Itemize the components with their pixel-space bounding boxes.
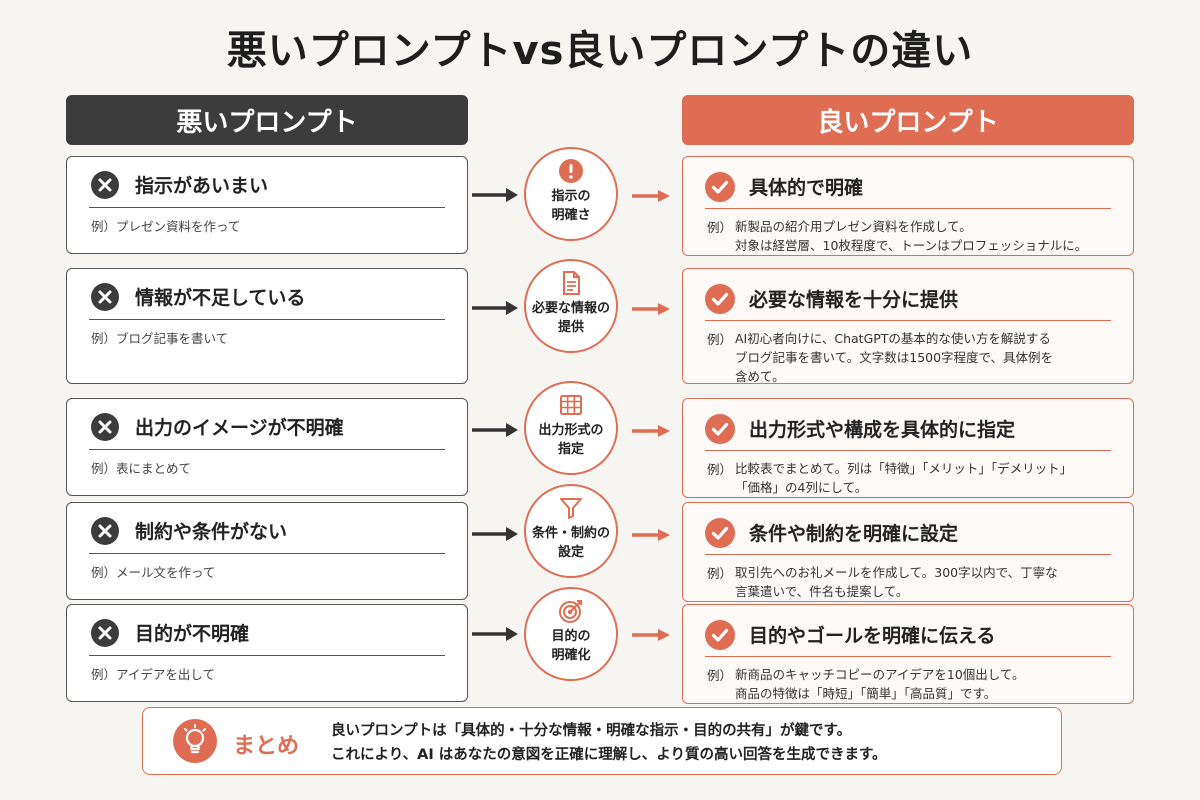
point-label-line: 明確さ	[551, 208, 591, 223]
good-example-line: 新商品のキャッチコピーのアイデアを10個出して。	[735, 667, 1025, 682]
x-circle-icon	[91, 413, 119, 441]
arrow-right-icon	[470, 420, 520, 440]
summary-line: 良いプロンプトは「具体的・十分な情報・明確な指示・目的の共有」が鍵です。	[331, 723, 852, 739]
point-label-line: 目的の	[551, 629, 591, 644]
arrow-right-icon	[470, 624, 520, 644]
divider	[705, 656, 1111, 657]
good-example-line: 「価格」の4列にして。	[735, 480, 868, 495]
bad-card-example: 例）ブログ記事を書いて	[91, 331, 229, 346]
good-example-line: 対象は経営層、10枚程度で、トーンはプロフェッショナルに。	[735, 238, 1088, 253]
check-circle-icon	[705, 518, 735, 548]
bad-prompt-header: 悪いプロンプト	[66, 95, 468, 145]
point-circle: 指示の明確さ	[524, 147, 618, 241]
good-prompt-header: 良いプロンプト	[682, 95, 1134, 145]
example-prefix: 例）	[707, 566, 733, 581]
example-prefix: 例）	[707, 220, 733, 235]
target-icon	[559, 600, 582, 623]
good-example-line: 言葉遣いで、件名も提案して。	[735, 584, 909, 599]
check-circle-icon	[705, 172, 735, 202]
example-prefix: 例）	[707, 332, 733, 347]
summary-line: これにより、AI はあなたの意図を正確に理解し、より質の高い回答を生成できます。	[331, 747, 887, 763]
bad-card-title: 目的が不明確	[135, 623, 250, 645]
summary-title: まとめ	[233, 734, 300, 759]
arrow-right-icon	[630, 526, 672, 544]
arrow-right-icon	[470, 185, 520, 205]
x-circle-icon	[91, 517, 119, 545]
divider	[705, 320, 1111, 321]
good-card: 具体的で明確 例） 新製品の紹介用プレゼン資料を作成して。対象は経営層、10枚程…	[682, 156, 1134, 256]
bad-card-title: 出力のイメージが不明確	[135, 417, 344, 439]
arrow-right-icon	[630, 422, 672, 440]
bad-card: 出力のイメージが不明確 例）表にまとめて	[66, 398, 468, 496]
document-icon	[563, 271, 580, 295]
good-card: 出力形式や構成を具体的に指定 例） 比較表でまとめて。列は「特徴」「メリット」「…	[682, 398, 1134, 498]
example-prefix: 例）	[707, 462, 733, 477]
bad-card: 制約や条件がない 例）メール文を作って	[66, 502, 468, 600]
x-circle-icon	[91, 619, 119, 647]
divider	[89, 449, 445, 450]
good-example-line: 比較表でまとめて。列は「特徴」「メリット」「デメリット」	[735, 461, 1073, 476]
good-card-title: 具体的で明確	[749, 177, 864, 199]
x-circle-icon	[91, 283, 119, 311]
bad-card-example: 例）プレゼン資料を作って	[91, 219, 241, 234]
exclamation-icon	[559, 159, 583, 183]
bad-card: 指示があいまい 例）プレゼン資料を作って	[66, 156, 468, 254]
bad-card-title: 情報が不足している	[135, 287, 306, 309]
point-circle: 条件・制約の設定	[524, 484, 618, 578]
divider	[89, 319, 445, 320]
divider	[705, 554, 1111, 555]
point-label-line: 設定	[557, 545, 584, 560]
arrow-right-icon	[470, 524, 520, 544]
divider	[89, 553, 445, 554]
good-example-line: ブログ記事を書いて。文字数は1500字程度で、具体例を	[735, 350, 1054, 365]
arrow-right-icon	[630, 187, 672, 205]
bad-card-title: 指示があいまい	[135, 175, 269, 197]
good-card-title: 必要な情報を十分に提供	[749, 289, 959, 311]
good-example-line: 商品の特徴は「時短」「簡単」「高品質」です。	[735, 686, 997, 701]
good-card-title: 条件や制約を明確に設定	[749, 523, 959, 545]
point-label-line: 必要な情報の	[531, 301, 610, 316]
point-label-line: 指定	[557, 442, 584, 457]
bad-card: 情報が不足している 例）ブログ記事を書いて	[66, 268, 468, 384]
good-example-line: AI初心者向けに、ChatGPTの基本的な使い方を解説する	[735, 331, 1051, 346]
point-label-line: 提供	[557, 320, 584, 335]
arrow-right-icon	[630, 626, 672, 644]
point-label-line: 条件・制約の	[531, 526, 610, 541]
check-circle-icon	[705, 620, 735, 650]
lightbulb-icon	[173, 719, 217, 763]
table-icon	[560, 395, 582, 415]
divider	[705, 450, 1111, 451]
summary-box: まとめ 良いプロンプトは「具体的・十分な情報・明確な指示・目的の共有」が鍵です。…	[142, 707, 1062, 775]
good-example-line: 新製品の紹介用プレゼン資料を作成して。	[735, 219, 972, 234]
point-label-line: 指示の	[551, 189, 591, 204]
funnel-icon	[560, 498, 582, 519]
divider	[705, 208, 1111, 209]
check-circle-icon	[705, 284, 735, 314]
example-prefix: 例）	[707, 668, 733, 683]
point-label-line: 出力形式の	[538, 423, 604, 438]
divider	[89, 207, 445, 208]
bad-card-title: 制約や条件がない	[135, 521, 288, 543]
check-circle-icon	[705, 414, 735, 444]
bad-card-example: 例）メール文を作って	[91, 565, 216, 580]
arrow-right-icon	[630, 300, 672, 318]
bad-card-example: 例）アイデアを出して	[91, 667, 216, 682]
good-card: 必要な情報を十分に提供 例） AI初心者向けに、ChatGPTの基本的な使い方を…	[682, 268, 1134, 384]
good-example-line: 含めて。	[735, 369, 785, 384]
good-example-line: 取引先へのお礼メールを作成して。300字以内で、丁寧な	[735, 565, 1058, 580]
good-card-title: 目的やゴールを明確に伝える	[749, 625, 996, 647]
page-title: 悪いプロンプトvs良いプロンプトの違い	[226, 28, 974, 74]
x-circle-icon	[91, 171, 119, 199]
bad-card: 目的が不明確 例）アイデアを出して	[66, 604, 468, 702]
point-circle: 必要な情報の提供	[524, 259, 618, 353]
point-circle: 目的の明確化	[524, 587, 618, 681]
good-card: 目的やゴールを明確に伝える 例） 新商品のキャッチコピーのアイデアを10個出して…	[682, 604, 1134, 704]
arrow-right-icon	[470, 298, 520, 318]
good-card: 条件や制約を明確に設定 例） 取引先へのお礼メールを作成して。300字以内で、丁…	[682, 502, 1134, 602]
divider	[89, 655, 445, 656]
good-card-title: 出力形式や構成を具体的に指定	[749, 419, 1016, 441]
bad-card-example: 例）表にまとめて	[91, 461, 192, 476]
point-label-line: 明確化	[551, 648, 591, 663]
point-circle: 出力形式の指定	[524, 381, 618, 475]
